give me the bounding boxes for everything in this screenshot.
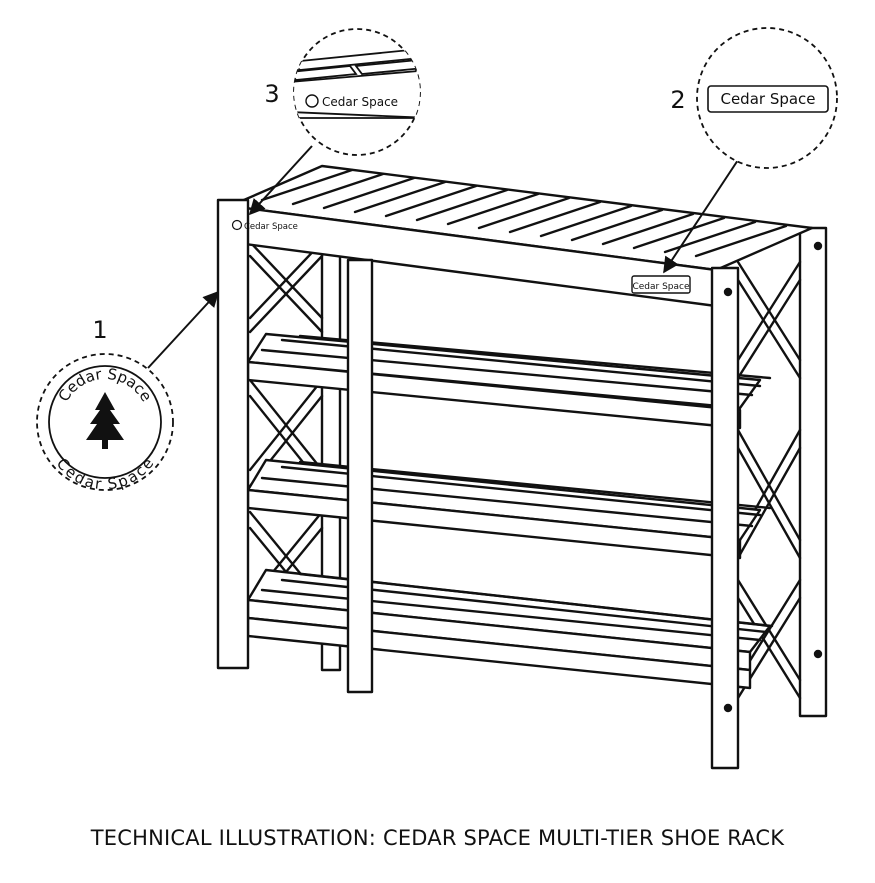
callout-number-2: 2 — [670, 86, 685, 114]
callout-number-3: 3 — [264, 80, 279, 108]
callout-1: 1 Cedar Space Cedar Space — [36, 290, 220, 493]
rack-left-label: Cedar Space — [244, 222, 298, 232]
tree-logo-icon — [231, 219, 243, 231]
rack-right-label-box: Cedar Space — [631, 275, 691, 294]
callout-2-label: Cedar Space — [720, 90, 815, 108]
tree-logo-icon — [305, 94, 319, 108]
shelf-bottom-tier — [246, 568, 774, 690]
front-left-leg — [216, 198, 250, 670]
front-middle-leg — [346, 258, 374, 694]
pine-tree-icon — [86, 392, 124, 449]
callout-3-label: Cedar Space — [322, 95, 398, 109]
rack-left-logo: Cedar Space — [231, 219, 298, 232]
rack-right-label: Cedar Space — [632, 282, 689, 292]
callout-3: 3 Cedar Space — [248, 28, 421, 216]
rack-drawing — [216, 164, 828, 770]
callout-number-1: 1 — [92, 316, 107, 344]
callout-2: 2 Cedar Space — [663, 27, 838, 274]
back-right-leg — [798, 226, 828, 718]
figure-caption: TECHNICAL ILLUSTRATION: CEDAR SPACE MULT… — [90, 826, 785, 850]
left-x-frame — [248, 240, 324, 618]
front-right-leg — [710, 266, 740, 770]
